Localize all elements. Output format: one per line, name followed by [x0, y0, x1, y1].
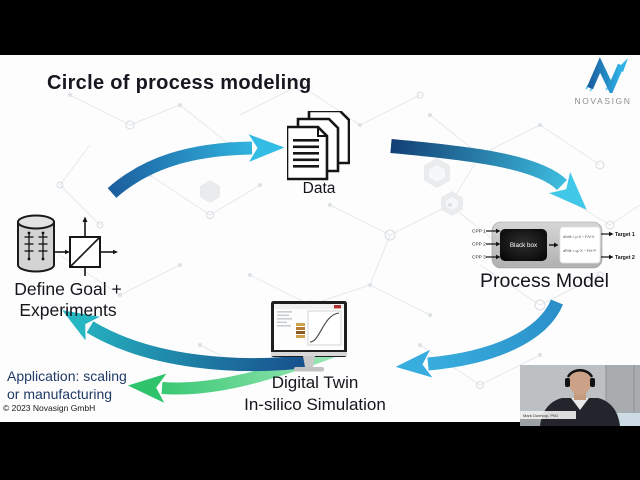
person-head [569, 369, 591, 395]
letterbox-bottom [0, 422, 640, 480]
cpp-input-labels: CPP 1 CPP 2 CPP 3 [472, 229, 486, 261]
monitor-chin [271, 352, 347, 356]
cpp-input-arrows [486, 230, 496, 258]
process-model-diagram: CPP 1 CPP 2 CPP 3 Black box dX/dt = µ·X … [472, 221, 635, 269]
document-text-lines [293, 139, 319, 168]
screen-red-button [334, 305, 341, 309]
cpp-1-label: CPP 1 [472, 229, 486, 235]
copyright-text: © 2023 Novasign GmbH [3, 403, 96, 413]
arrow-data-to-process-model [390, 139, 587, 210]
black-box [500, 229, 547, 261]
digital-twin-label-line2: In-silico Simulation [244, 395, 386, 414]
network-background-pattern [56, 79, 640, 389]
target-arrowheads [609, 231, 614, 260]
equation-lines: dX/dt = µ·X − F/V·X dP/dt = qₚ·X − F/V·P [563, 235, 597, 253]
digital-twin-label-line1: Digital Twin [271, 373, 359, 392]
target-output-labels: Target 1 Target 2 [615, 232, 635, 261]
black-box-label: Black box [510, 242, 538, 249]
equation-line-2: dP/dt = qₚ·X − F/V·P [563, 249, 597, 253]
logo-arrow-head [617, 58, 628, 72]
novasign-logo: NOVASIGN [570, 57, 636, 106]
arrow-goal-to-data [107, 134, 285, 198]
webcam-name-tag [520, 411, 576, 419]
novasign-n-arrow-icon [585, 57, 628, 96]
screen-sigmoid-curve [309, 312, 340, 343]
cycle-arrows [62, 134, 587, 403]
cpp-arrowheads [496, 228, 501, 260]
define-goal-label-line1: Define Goal + [14, 279, 122, 299]
define-goal-icons [17, 214, 118, 276]
application-line2: or manufacturing [7, 386, 113, 403]
logo-n-stroke [587, 57, 624, 96]
webcam-overlay: Mark Duerkop, PhD [520, 365, 640, 426]
application-text: Application: scaling or manufacturing [7, 367, 127, 404]
equations-box [559, 226, 601, 264]
screen-app-ui [274, 304, 344, 346]
screen-orange-buttons [296, 323, 305, 338]
headphone-cup-left [565, 378, 570, 387]
headphone-cup-right [590, 378, 595, 387]
letterbox-top [0, 0, 640, 55]
arrow-process-model-to-digital-twin [395, 299, 564, 378]
equation-line-1: dX/dt = µ·X − F/V·X [563, 235, 595, 239]
monitor-stand-base [294, 367, 324, 372]
doe-dots [27, 231, 45, 261]
data-node-label: Data [302, 180, 336, 197]
plexus-hexagon-centers [429, 165, 458, 210]
process-model-label: Process Model [480, 270, 609, 292]
blackbox-arrowhead [554, 242, 559, 248]
monitor-stand-neck [303, 356, 315, 367]
target-2-label: Target 2 [615, 255, 635, 261]
screen-chart-panel [307, 310, 342, 346]
documents-stack-icon [287, 111, 350, 181]
screen-sidebar-lines [277, 311, 292, 327]
application-line1: Application: scaling [7, 368, 127, 384]
target-output-arrows [601, 233, 609, 258]
cpp-3-label: CPP 3 [472, 255, 486, 261]
novasign-logo-text: NOVASIGN [574, 96, 632, 106]
doe-design-marks [24, 233, 48, 259]
headphones-band-icon [566, 369, 594, 378]
slide: Circle of process modeling NOVASIGN [0, 55, 640, 422]
bioreactor-icon [17, 214, 55, 273]
document-pages [287, 111, 350, 181]
arrow-digital-twin-to-goal [62, 310, 311, 372]
target-1-label: Target 1 [615, 232, 635, 238]
monitor-icon [271, 301, 347, 372]
webcam-shadow [520, 419, 550, 426]
define-goal-label-line2: Experiments [19, 300, 117, 320]
webcam-person [540, 369, 620, 426]
valve-unit-icon [54, 216, 118, 276]
slide-title: Circle of process modeling [47, 72, 312, 94]
cpp-2-label: CPP 2 [472, 242, 486, 248]
person-collar [571, 398, 589, 410]
webcam-name-text: Mark Duerkop, PhD [523, 413, 558, 418]
